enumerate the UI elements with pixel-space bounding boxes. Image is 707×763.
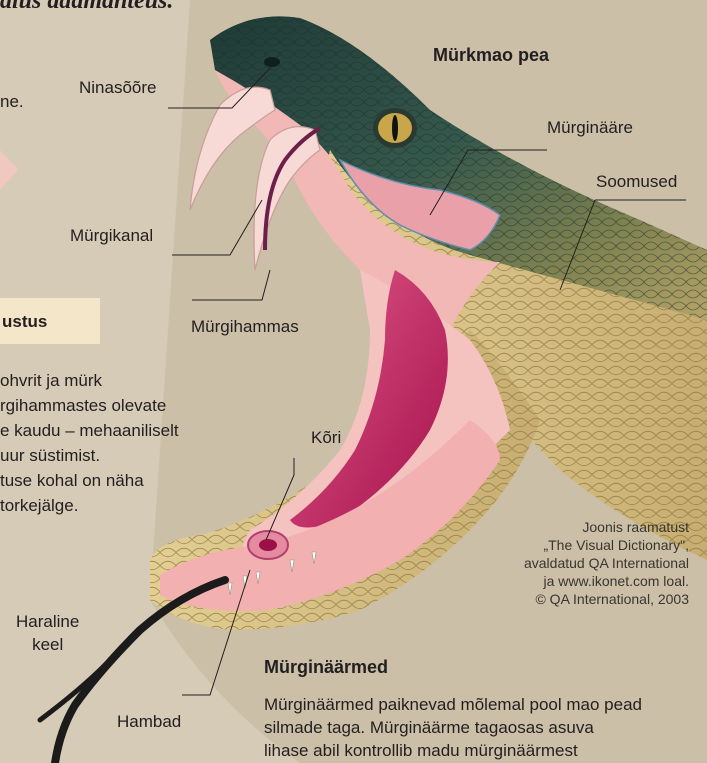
label-murgihammas: Mürgihammas [191, 317, 299, 337]
label-murgikanal: Mürgikanal [70, 226, 153, 246]
left-text-fragment: ne. [0, 92, 24, 112]
label-ninasoore: Ninasõõre [79, 78, 157, 98]
label-haraline-keel: Haraline keel [16, 610, 79, 656]
diagram-title: Mürkmao pea [433, 45, 549, 66]
sidebar-title: ustus [2, 312, 47, 332]
label-murginaare: Mürginääre [547, 118, 633, 138]
label-hambad: Hambad [117, 712, 181, 732]
label-kori: Kõri [311, 428, 341, 448]
section-heading: Mürginäärmed [264, 657, 388, 678]
section-paragraph: Mürginäärmed paiknevad mõlemal pool mao … [264, 693, 642, 762]
label-soomused: Soomused [596, 172, 677, 192]
sidebar-text: ohvrit ja mürk rgihammastes olevate e ka… [0, 368, 179, 518]
sidebar-title-box: ustus [0, 298, 100, 344]
image-credit: Joonis raamatust „The Visual Dictionary"… [524, 518, 689, 608]
species-name-fragment: alus adamanteus. [0, 0, 173, 15]
